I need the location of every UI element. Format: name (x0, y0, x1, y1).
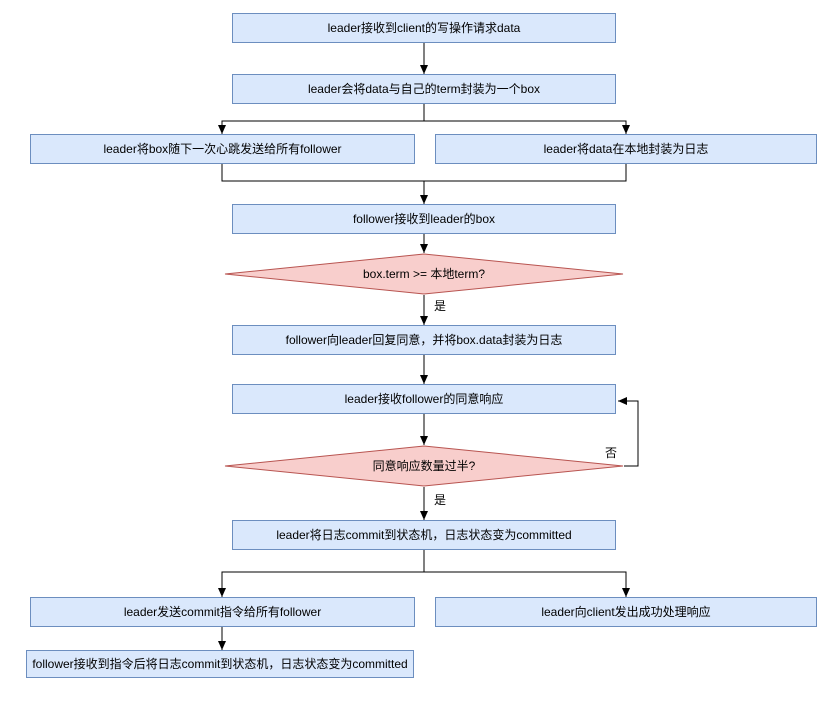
edge-n1-n3 (423, 104, 630, 134)
diamond-shape (224, 445, 624, 487)
node-label: leader将data在本地封装为日志 (543, 141, 709, 156)
edge-label-yes-2: 是 (433, 491, 448, 508)
edge-label-yes-1: 是 (433, 297, 448, 314)
node-label: follower接收到指令后将日志commit到状态机，日志状态变为commit… (32, 656, 408, 671)
decision-box-term-check: box.term >= 本地term? (224, 253, 624, 295)
node-label: leader将日志commit到状态机，日志状态变为committed (276, 527, 572, 542)
node-label: follower接收到leader的box (352, 211, 496, 226)
node-leader-receive-agree: leader接收follower的同意响应 (232, 384, 616, 414)
node-follower-agree-log: follower向leader回复同意，并将box.data封装为日志 (232, 325, 616, 355)
edge-n9-n11 (423, 550, 630, 597)
edge-n9-n10 (218, 550, 425, 597)
node-follower-receive-box: follower接收到leader的box (232, 204, 616, 234)
node-send-commit-command: leader发送commit指令给所有follower (30, 597, 415, 627)
node-label: 同意响应数量过半? (372, 458, 476, 473)
node-label: leader将box随下一次心跳发送给所有follower (103, 141, 342, 156)
node-label: follower向leader回复同意，并将box.data封装为日志 (285, 332, 563, 347)
node-label: leader发送commit指令给所有follower (123, 604, 322, 619)
node-wrap-data-term-box: leader会将data与自己的term封装为一个box (232, 74, 616, 104)
node-leader-commit: leader将日志commit到状态机，日志状态变为committed (232, 520, 616, 550)
node-respond-client: leader向client发出成功处理响应 (435, 597, 817, 627)
node-leader-local-log: leader将data在本地封装为日志 (435, 134, 817, 164)
node-label: leader接收follower的同意响应 (344, 391, 504, 406)
node-label: box.term >= 本地term? (362, 266, 486, 281)
edge-label-no: 否 (604, 444, 619, 461)
edge-n3-merge (424, 164, 627, 182)
node-label: leader向client发出成功处理响应 (541, 604, 711, 619)
node-receive-client-request: leader接收到client的写操作请求data (232, 13, 616, 43)
edge-n2-n4 (221, 164, 428, 204)
node-follower-commit: follower接收到指令后将日志commit到状态机，日志状态变为commit… (26, 650, 414, 678)
diamond-shape (224, 253, 624, 295)
decision-majority-check: 同意响应数量过半? (224, 445, 624, 487)
node-label: leader会将data与自己的term封装为一个box (307, 81, 541, 96)
node-label: leader接收到client的写操作请求data (327, 20, 521, 35)
edge-n1-n2 (218, 104, 425, 134)
node-send-box-heartbeat: leader将box随下一次心跳发送给所有follower (30, 134, 415, 164)
